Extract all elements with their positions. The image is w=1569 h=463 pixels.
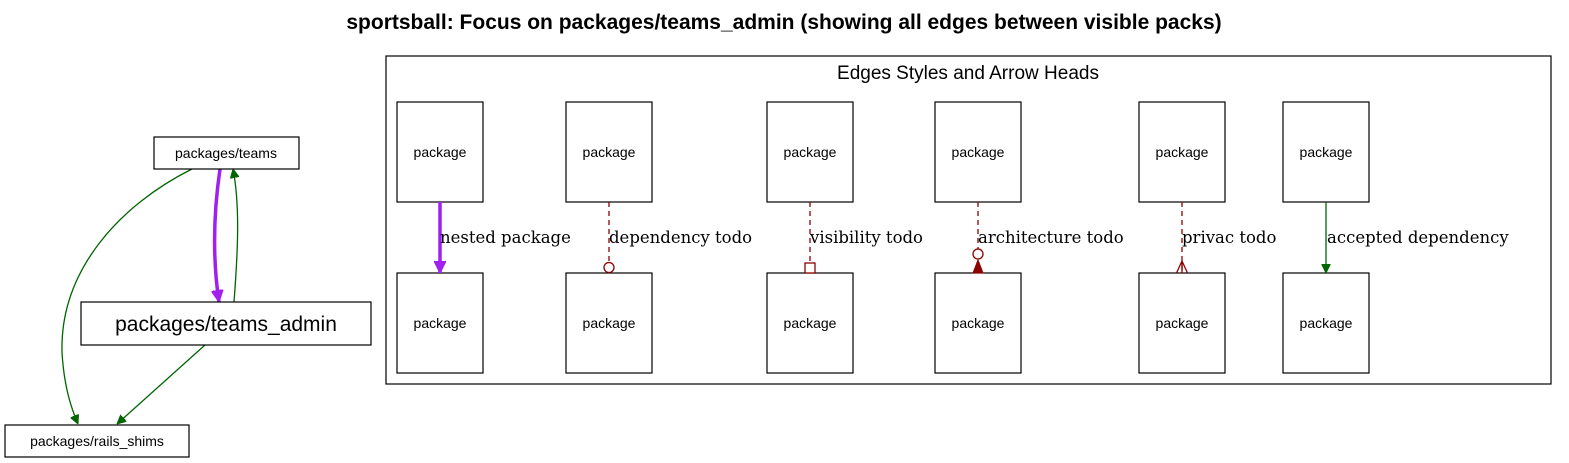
legend-package-top (1138, 101, 1226, 203)
legend-package-label: package (414, 315, 467, 331)
node-packages-teams-admin[interactable]: packages/teams_admin (80, 301, 372, 346)
node-label: packages/teams (175, 145, 277, 161)
node-packages-teams[interactable]: packages/teams (153, 136, 300, 170)
legend-cluster: Edges Styles and Arrow Heads package pac… (385, 55, 1552, 385)
legend-package-bottom (766, 272, 854, 374)
legend-package-top (934, 101, 1022, 203)
legend-edge-label: visibility todo (809, 228, 923, 247)
legend-package-label: package (583, 315, 636, 331)
legend-edge-label: dependency todo (609, 228, 752, 247)
legend-item-accepted-dependency: package package accepted dependency (1282, 101, 1509, 374)
legend-package-label: package (784, 315, 837, 331)
legend-item-dependency-todo: package package dependency todo (565, 101, 752, 374)
legend-edge-label: nested package (440, 228, 571, 247)
diagram-title: sportsball: Focus on packages/teams_admi… (346, 11, 1221, 34)
legend-item-architecture-todo: package package architecture todo (934, 101, 1124, 374)
legend-edge-label: privac todo (1182, 228, 1276, 247)
legend-package-top (1282, 101, 1370, 203)
legend-package-label: package (952, 144, 1005, 160)
legend-package-label: package (1300, 315, 1353, 331)
legend-item-privac-todo: package package privac todo (1138, 101, 1276, 374)
legend-package-label: package (1156, 315, 1209, 331)
node-label: packages/teams_admin (115, 313, 337, 336)
node-packages-rails-shims[interactable]: packages/rails_shims (4, 424, 190, 458)
legend-package-bottom (396, 272, 484, 374)
edge-teams-to-rails-shims (61, 168, 193, 424)
legend-package-top (396, 101, 484, 203)
legend-item-nested-package: package package nested package (396, 101, 571, 374)
legend-package-top (565, 101, 653, 203)
legend-frame (385, 55, 1552, 385)
legend-edge-label: accepted dependency (1327, 228, 1509, 247)
odot-arrowhead-icon (603, 261, 615, 274)
legend-package-bottom (934, 272, 1022, 374)
focus-graph: packages/teams packages/teams_admin pack… (4, 136, 372, 458)
legend-package-label: package (784, 144, 837, 160)
legend-package-label: package (1156, 144, 1209, 160)
odot-arrowhead-icon (972, 248, 984, 260)
legend-package-label: package (583, 144, 636, 160)
legend-package-label: package (1300, 144, 1353, 160)
legend-edge-label: architecture todo (978, 228, 1124, 247)
legend-package-label: package (952, 315, 1005, 331)
edge-teams-admin-to-rails-shims (117, 344, 206, 424)
legend-title: Edges Styles and Arrow Heads (837, 63, 1099, 84)
edge-teams-to-teams-admin-nested (215, 168, 220, 302)
legend-package-label: package (414, 144, 467, 160)
node-label: packages/rails_shims (30, 433, 164, 449)
obox-arrowhead-icon (804, 262, 816, 274)
crow-arrowhead-icon (1175, 259, 1189, 274)
edge-teams-admin-to-teams (233, 169, 238, 303)
legend-package-bottom (565, 272, 653, 374)
normal-arrowhead-icon (972, 258, 984, 274)
legend-package-bottom (1282, 272, 1370, 374)
legend-item-visibility-todo: package package visibility todo (766, 101, 923, 374)
